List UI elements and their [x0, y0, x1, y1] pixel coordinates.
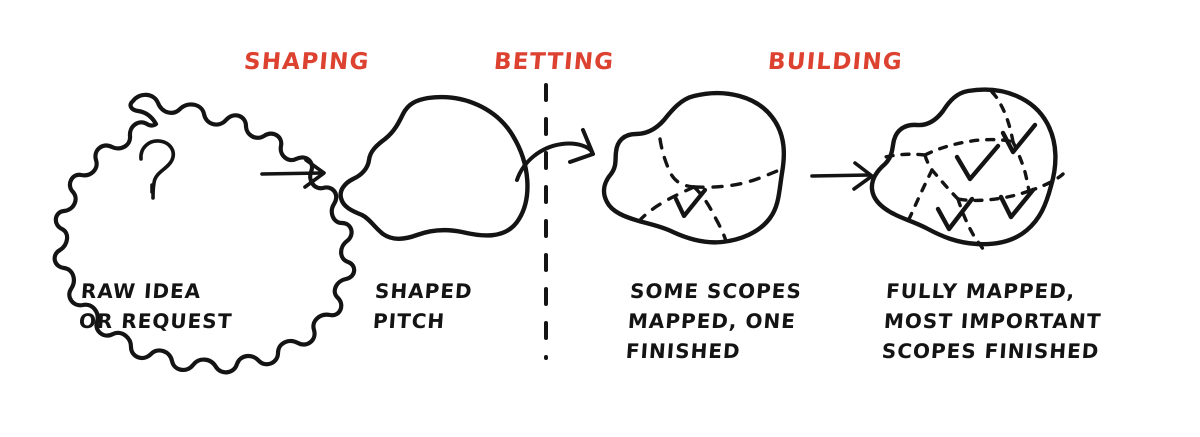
stage-caption-raw-idea: RAW IDEA OR REQUEST [78, 279, 234, 333]
scope-check-icon [1000, 122, 1038, 155]
arrow-raw-idea-to-shaped-pitch [260, 158, 326, 189]
scope-divider-line [658, 137, 696, 189]
phase-label-betting: BETTING [492, 49, 616, 75]
stage-some-scopes-shape [601, 90, 787, 245]
scope-check-icon [954, 143, 1001, 182]
stage-raw-idea-shape [52, 92, 357, 375]
scope-divider-line [990, 90, 1015, 144]
stage-caption-fully-mapped: FULLY MAPPED, MOST IMPORTANT SCOPES FINI… [881, 279, 1103, 363]
scope-check-icon [998, 187, 1036, 220]
blob-wavy-outline [52, 92, 357, 375]
scope-check-icon [935, 196, 975, 232]
scope-divider-line [639, 185, 696, 221]
scope-divider-line [923, 137, 1015, 157]
scope-divider-line [692, 185, 728, 243]
phase-label-building: BUILDING [766, 49, 904, 75]
scope-check-icon [673, 187, 708, 219]
scope-divider-line [1027, 172, 1065, 193]
scope-divider-line [904, 168, 934, 228]
scope-divider-line [956, 189, 1031, 203]
arrow-some-scopes-to-fully-mapped [810, 161, 874, 191]
stage-caption-some-scopes: SOME SCOPES MAPPED, ONE FINISHED [625, 279, 803, 363]
arrow-shaped-pitch-to-some-scopes [515, 128, 595, 182]
blob-smooth-outline [338, 94, 530, 241]
scope-divider-line [692, 167, 785, 189]
phase-label-shaping: SHAPING [242, 49, 371, 75]
blob-full-scoped-outline [869, 87, 1058, 247]
blob-partial-scoped-outline [601, 90, 787, 245]
stage-fully-mapped-shape [869, 87, 1065, 251]
scope-divider-line [879, 152, 927, 160]
scope-divider-line [1011, 140, 1031, 193]
stage-caption-shaped-pitch: SHAPED PITCH [372, 279, 474, 333]
stage-shaped-pitch-shape [338, 94, 530, 241]
scope-divider-line [956, 197, 985, 251]
question-mark-hook-icon [139, 139, 176, 200]
